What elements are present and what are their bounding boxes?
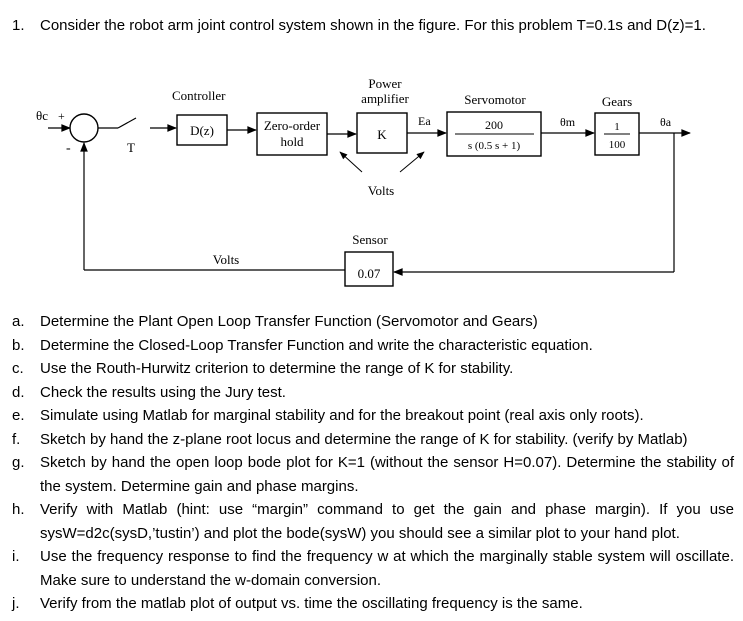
zoh-label-line2: hold: [280, 134, 304, 149]
part-letter: i.: [12, 548, 20, 565]
part-letter: h.: [12, 501, 25, 518]
controller-title: Controller: [172, 88, 226, 103]
part-g: g. Sketch by hand the open loop bode plot…: [12, 451, 734, 498]
question-number: 1.: [12, 17, 25, 34]
part-letter: d.: [12, 383, 25, 401]
zoh-block: [256, 112, 328, 156]
parts-list: a. Determine the Plant Open Loop Transfer…: [12, 310, 734, 616]
sensor-block: [344, 251, 394, 287]
part-letter: e.: [12, 407, 25, 424]
sensor-block-label: 0.07: [358, 266, 381, 281]
amplifier-block-label: K: [377, 127, 387, 142]
plus-sign: +: [58, 109, 65, 123]
gears-numerator: 1: [614, 121, 620, 133]
part-c: c. Use the Routh-Hurwitz criterion to det…: [12, 357, 734, 381]
part-text: Determine the Plant Open Loop Transfer F…: [40, 313, 538, 330]
part-text: Sketch by hand the open loop bode plot f…: [40, 454, 734, 495]
gears-denominator: 100: [609, 139, 626, 151]
part-text: Verify from the matlab plot of output vs…: [40, 595, 583, 612]
part-i: i. Use the frequency response to find the…: [12, 545, 734, 592]
part-letter: a.: [12, 313, 25, 330]
question-text: Consider the robot arm joint control sys…: [40, 17, 706, 34]
theta-m-label: θm: [560, 115, 576, 129]
servo-title: Servomotor: [464, 92, 526, 107]
part-b: b. Determine the Closed-Loop Transfer Fun…: [12, 334, 734, 358]
amplifier-title-line2: amplifier: [361, 91, 409, 106]
part-f: f. Sketch by hand the z-plane root locus …: [12, 428, 734, 452]
part-h: h. Verify with Matlab (hint: use “margin”…: [12, 498, 734, 545]
block-diagram: θc + - T Controller D(z) Zero-order hold…: [36, 76, 691, 287]
part-a: a. Determine the Plant Open Loop Transfer…: [12, 310, 734, 334]
part-text: Use the frequency response to find the f…: [40, 548, 734, 589]
amplifier-title-line1: Power: [368, 76, 402, 91]
sensor-title: Sensor: [352, 232, 388, 247]
part-text: Check the results using the Jury test.: [40, 383, 286, 401]
part-letter: g.: [12, 454, 25, 471]
part-letter: b.: [12, 336, 25, 354]
servo-numerator: 200: [485, 118, 503, 132]
part-text: Simulate using Matlab for marginal stabi…: [40, 407, 644, 424]
gears-title: Gears: [602, 94, 632, 109]
part-text: Use the Routh-Hurwitz criterion to deter…: [40, 360, 514, 377]
part-text: Verify with Matlab (hint: use “margin” c…: [40, 501, 734, 542]
part-e: e. Simulate using Matlab for marginal sta…: [12, 404, 734, 428]
part-letter: j.: [12, 595, 20, 612]
amplifier-volts-pointer-left: [339, 151, 363, 173]
controller-block-label: D(z): [190, 123, 214, 138]
sampler-switch: [117, 117, 137, 129]
part-d: d. Check the results using the Jury test.: [12, 381, 734, 405]
amplifier-volts-pointer-right: [399, 151, 425, 173]
part-letter: f.: [12, 430, 21, 448]
summing-junction: [69, 113, 99, 143]
part-j: j. Verify from the matlab plot of output …: [12, 592, 734, 616]
output-label: θa: [660, 115, 672, 129]
amplifier-block: [356, 112, 408, 154]
zoh-label-line1: Zero-order: [264, 118, 321, 133]
sampler-label: T: [127, 140, 135, 155]
part-text: Determine the Closed-Loop Transfer Funct…: [40, 336, 593, 354]
amplifier-units: Volts: [368, 183, 395, 198]
servo-denominator: s (0.5 s + 1): [468, 140, 521, 152]
feedback-units: Volts: [213, 252, 240, 267]
part-letter: c.: [12, 360, 24, 377]
input-label: θc: [36, 108, 48, 123]
part-text: Sketch by hand the z-plane root locus an…: [40, 430, 688, 448]
ea-label: Ea: [418, 114, 431, 128]
minus-sign: -: [66, 141, 71, 156]
